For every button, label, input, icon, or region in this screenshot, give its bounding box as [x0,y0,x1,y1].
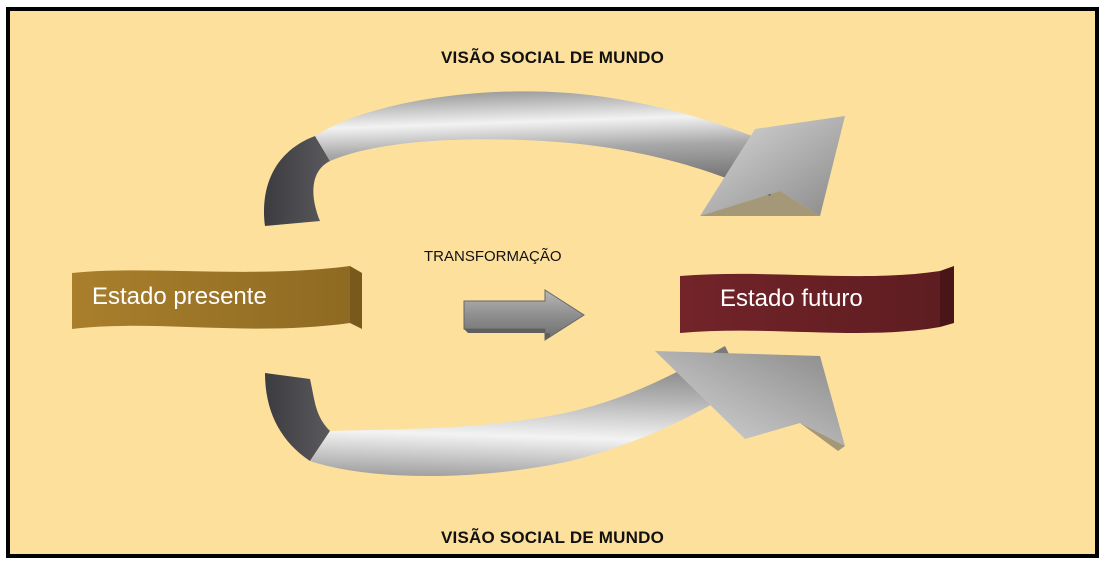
present-state-label: Estado presente [92,283,267,310]
top-curved-arrow [264,91,845,226]
bottom-curved-arrow [265,346,845,476]
top-label: VISÃO SOCIAL DE MUNDO [440,48,665,67]
future-state-box [680,266,954,333]
diagram-graphics [72,91,954,476]
future-state-label: Estado futuro [720,285,863,312]
diagram-frame: VISÃO SOCIAL DE MUNDO TRANSFORMAÇÃO Esta… [6,7,1099,558]
bottom-label: VISÃO SOCIAL DE MUNDO [440,528,665,547]
diagram-panel: VISÃO SOCIAL DE MUNDO TRANSFORMAÇÃO Esta… [10,11,1095,554]
present-state-box [72,266,362,329]
transformation-arrow [463,289,585,341]
transformation-label: TRANSFORMAÇÃO [424,248,562,265]
